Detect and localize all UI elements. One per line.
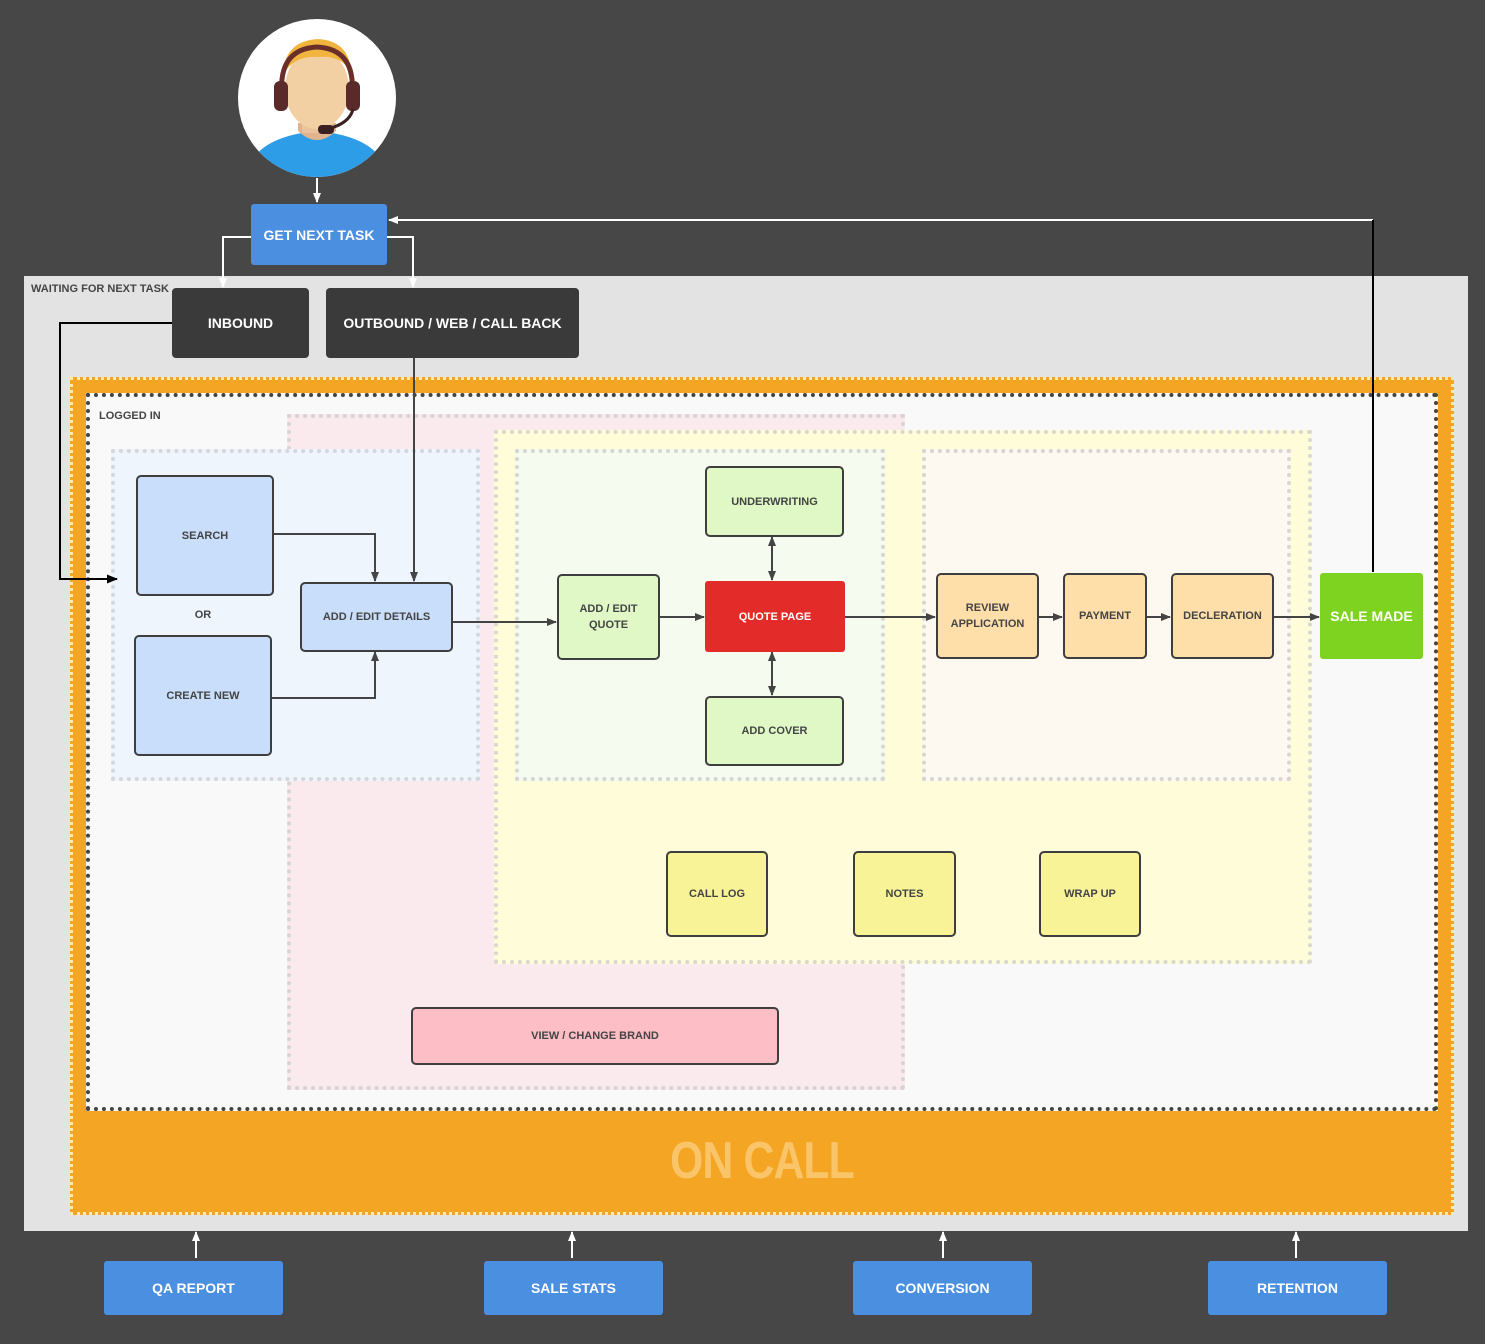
- or-label: OR: [194, 609, 212, 621]
- logged-in-label: LOGGED IN: [99, 410, 161, 422]
- waiting-zone-label: WAITING FOR NEXT TASK: [31, 283, 169, 295]
- agent-headset-icon: [238, 19, 396, 177]
- retention-button[interactable]: RETENTION: [1208, 1261, 1387, 1315]
- payment-node[interactable]: PAYMENT: [1063, 573, 1147, 659]
- view-change-brand-node[interactable]: VIEW / CHANGE BRAND: [411, 1007, 779, 1065]
- sale-stats-button[interactable]: SALE STATS: [484, 1261, 663, 1315]
- on-call-label: ON CALL: [670, 1132, 855, 1190]
- create-new-node[interactable]: CREATE NEW: [134, 635, 272, 756]
- notes-node[interactable]: NOTES: [853, 851, 956, 937]
- underwriting-node[interactable]: UNDERWRITING: [705, 466, 844, 537]
- review-application-node[interactable]: REVIEW APPLICATION: [936, 573, 1039, 659]
- sale-made-node[interactable]: SALE MADE: [1320, 573, 1423, 659]
- inbound-node[interactable]: INBOUND: [172, 288, 309, 358]
- conversion-button[interactable]: CONVERSION: [853, 1261, 1032, 1315]
- search-node[interactable]: SEARCH: [136, 475, 274, 596]
- add-edit-quote-node[interactable]: ADD / EDIT QUOTE: [557, 574, 660, 660]
- agent-avatar: [238, 19, 396, 177]
- decleration-node[interactable]: DECLERATION: [1171, 573, 1274, 659]
- add-edit-details-node[interactable]: ADD / EDIT DETAILS: [300, 582, 453, 652]
- call-log-node[interactable]: CALL LOG: [666, 851, 768, 937]
- wrap-up-node[interactable]: WRAP UP: [1039, 851, 1141, 937]
- get-next-task-button[interactable]: GET NEXT TASK: [251, 204, 387, 265]
- qa-report-button[interactable]: QA REPORT: [104, 1261, 283, 1315]
- quote-page-node[interactable]: QUOTE PAGE: [705, 581, 845, 652]
- outbound-web-callback-node[interactable]: OUTBOUND / WEB / CALL BACK: [326, 288, 579, 358]
- add-cover-node[interactable]: ADD COVER: [705, 696, 844, 766]
